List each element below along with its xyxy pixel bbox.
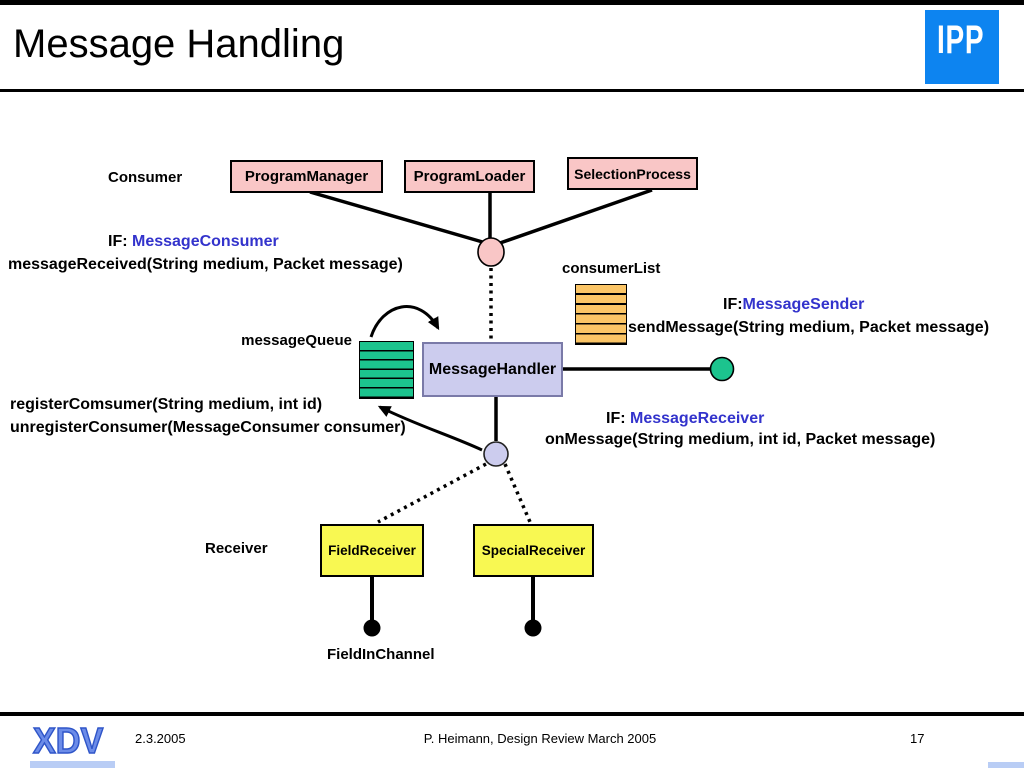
- node-message-handler-label: MessageHandler: [428, 360, 557, 378]
- receiver-method-signature: onMessage(String medium, int id, Packet …: [545, 431, 936, 448]
- title-divider: [0, 89, 1024, 92]
- consumer-role-label: Consumer: [108, 169, 183, 186]
- sender-interface-name: MessageSender: [742, 296, 865, 313]
- dotted-edge-junction-fieldreceiver: [377, 462, 487, 524]
- message-queue-label: messageQueue: [241, 332, 352, 349]
- receiver-interface-prefix: IF:: [606, 410, 630, 427]
- sender-interface-prefix: IF:: [723, 296, 743, 313]
- footer-credit: P. Heimann, Design Review March 2005: [423, 731, 657, 746]
- node-program-loader-label: ProgramLoader: [413, 168, 526, 185]
- edge-selectionprocess-junction: [499, 188, 653, 245]
- fieldreceiver-channel-dot: [363, 619, 381, 637]
- edge-programmanager-junction: [309, 190, 487, 245]
- sender-port-circle: [709, 356, 735, 382]
- consumer-method-signature: messageReceived(String medium, Packet me…: [8, 256, 403, 273]
- sender-method-signature: sendMessage(String medium, Packet messag…: [628, 319, 990, 336]
- bottom-right-accent: [988, 762, 1024, 768]
- footer-date: 2.3.2005: [135, 731, 186, 746]
- receiver-role-label: Receiver: [205, 540, 268, 557]
- node-message-handler: MessageHandler: [422, 342, 563, 397]
- node-program-manager: ProgramManager: [230, 160, 383, 193]
- xdv-logo-underline: [30, 761, 115, 768]
- consumer-junction-circle: [477, 237, 505, 267]
- footer-divider: [0, 712, 1024, 716]
- node-field-receiver-label: FieldReceiver: [328, 543, 416, 558]
- receiver-junction-circle: [483, 441, 509, 467]
- consumer-list-label: consumerList: [562, 260, 661, 277]
- curved-arrow-queue-to-handler: [369, 305, 440, 338]
- consumer-interface-name: MessageConsumer: [132, 233, 279, 250]
- receiver-interface-line: IF: MessageReceiver: [606, 410, 764, 428]
- unregister-method-signature: unregisterConsumer(MessageConsumer consu…: [10, 419, 406, 436]
- dotted-edge-junction-specialreceiver: [503, 463, 532, 523]
- field-in-channel-label: FieldInChannel: [327, 646, 435, 663]
- consumer-interface-line: IF: MessageConsumer: [108, 233, 279, 251]
- specialreceiver-channel-dot: [524, 619, 542, 637]
- consumer-interface-prefix: IF:: [108, 233, 132, 250]
- register-method-signature: registerComsumer(String medium, int id): [10, 396, 323, 413]
- page-title: Message Handling: [13, 22, 345, 66]
- ipp-logo-text: IPP: [937, 18, 985, 62]
- node-field-receiver: FieldReceiver: [320, 524, 424, 577]
- node-program-manager-label: ProgramManager: [244, 168, 369, 185]
- node-special-receiver: SpecialReceiver: [473, 524, 594, 577]
- sender-interface-line: IF:MessageSender: [723, 296, 864, 314]
- xdv-logo: XDV: [32, 719, 104, 762]
- top-border-bar: [0, 0, 1024, 5]
- ipp-logo: IPP: [925, 10, 999, 84]
- consumer-list-stack: [575, 284, 627, 345]
- node-program-loader: ProgramLoader: [404, 160, 535, 193]
- node-selection-process-label: SelectionProcess: [574, 165, 691, 182]
- node-selection-process: SelectionProcess: [567, 157, 698, 190]
- node-special-receiver-label: SpecialReceiver: [481, 543, 586, 558]
- footer-page-number: 17: [910, 731, 925, 746]
- receiver-interface-name: MessageReceiver: [630, 410, 765, 427]
- message-queue-stack: [359, 341, 414, 399]
